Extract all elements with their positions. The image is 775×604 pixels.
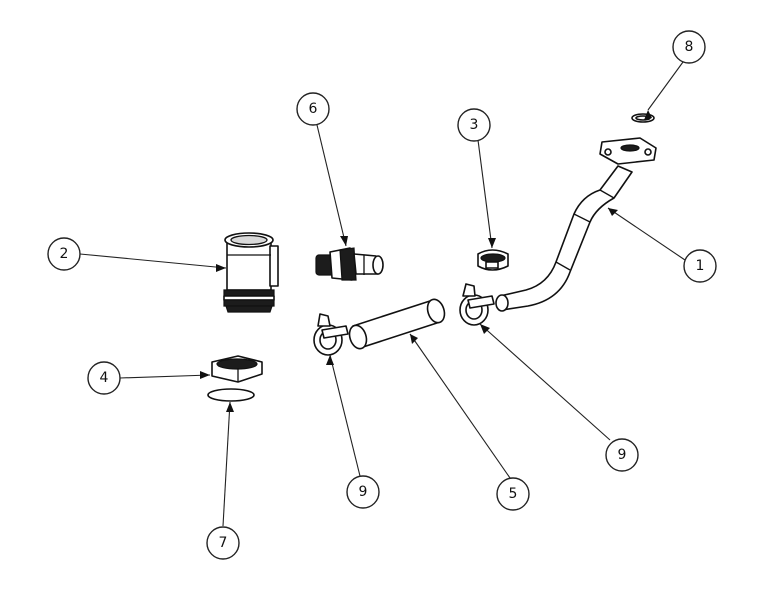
balloon-9-left-label: 9 (359, 484, 368, 500)
leader-lines (79, 61, 686, 527)
balloon-7: 7 (206, 526, 240, 560)
part-9-hose-clamp-right (459, 283, 495, 326)
part-7-washer (207, 388, 255, 402)
part-5-hose (348, 298, 446, 350)
balloon-1-label: 1 (696, 258, 705, 274)
leader-1 (607, 207, 686, 261)
balloon-2-label: 2 (60, 246, 69, 262)
leader-9a (329, 354, 361, 477)
balloon-6-label: 6 (309, 101, 318, 117)
leader-6 (316, 124, 347, 247)
balloon-2: 2 (47, 237, 81, 271)
balloon-3-label: 3 (470, 117, 479, 133)
balloon-4: 4 (87, 361, 121, 395)
balloon-4-label: 4 (100, 370, 109, 386)
balloon-9-right: 9 (605, 438, 639, 472)
leader-5 (409, 333, 511, 479)
leader-8 (647, 61, 684, 111)
leader-3 (477, 139, 493, 249)
part-6-barbed-adapter (315, 247, 384, 281)
part-4-hex-nut (211, 355, 263, 383)
balloon-5: 5 (496, 477, 530, 511)
balloon-3: 3 (457, 108, 491, 142)
balloon-7-label: 7 (219, 535, 228, 551)
part-3-small-clamp (477, 249, 509, 271)
part-2-fitting-body (223, 232, 279, 313)
balloon-8: 8 (672, 30, 706, 64)
balloon-9-right-label: 9 (618, 447, 627, 463)
leader-9b (479, 323, 611, 441)
balloon-6: 6 (296, 92, 330, 126)
balloon-8-label: 8 (685, 39, 694, 55)
leader-2 (79, 253, 227, 269)
leader-7 (222, 401, 231, 527)
part-9-hose-clamp-left (313, 313, 349, 356)
balloon-9-left: 9 (346, 475, 380, 509)
part-1-bent-tube (495, 137, 657, 312)
balloon-1: 1 (683, 249, 717, 283)
leader-4 (119, 374, 211, 379)
balloon-5-label: 5 (509, 486, 518, 502)
